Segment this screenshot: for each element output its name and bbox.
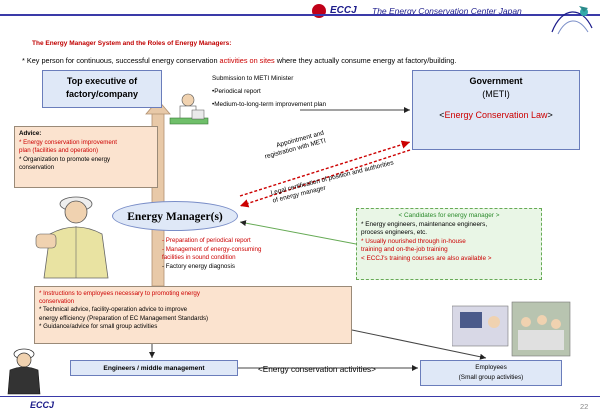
law-prefix: < xyxy=(439,110,445,120)
candidates-item3: < ECCJ's training courses are also avail… xyxy=(361,254,492,262)
energy-manager-illustration-icon xyxy=(35,196,109,279)
candidates-box: < Candidates for energy manager > * Ener… xyxy=(356,208,542,280)
candidates-item2: * Usually nourished through in-house xyxy=(361,237,466,245)
candidates-item2b: training and on-the-job training xyxy=(361,246,448,254)
candidates-item1b: process engineers, etc. xyxy=(361,229,428,237)
energy-manager-node: Energy Manager(s) xyxy=(112,201,238,231)
header-org-name: The Energy Conservation Center Japan xyxy=(372,6,522,16)
to-employees-arrow xyxy=(351,329,487,360)
instr-item2: * Technical advice, facility-operation a… xyxy=(39,306,188,314)
header-logo-text: ECCJ xyxy=(330,5,357,16)
key-line-accent: activities on sites xyxy=(219,56,275,65)
candidates-arrow xyxy=(239,220,357,245)
instructions-box: * Instructions to employees necessary to… xyxy=(34,286,352,344)
candidates-title: < Candidates for energy manager > xyxy=(398,212,500,219)
government-subtitle: (METI) xyxy=(482,89,510,99)
top-exec-line1: Top executive of xyxy=(66,76,138,86)
instr-item3: * Guidance/advice for small group activi… xyxy=(39,322,158,330)
candidates-item1: * Energy engineers, maintenance engineer… xyxy=(361,220,488,228)
key-line-prefix: * Key person for continuous, successful … xyxy=(22,56,220,65)
em-task-2b: facilities in sound condition xyxy=(162,254,236,262)
advice-item1: * Energy conservation improvement xyxy=(19,138,118,146)
submission-list: Submission to METI Minister •Periodical … xyxy=(212,72,326,111)
submission-title: Submission to METI Minister xyxy=(212,75,294,82)
footer-divider xyxy=(0,396,600,397)
key-person-line: * Key person for continuous, successful … xyxy=(22,56,456,65)
page-subtitle: The Energy Manager System and the Roles … xyxy=(32,40,232,47)
page-number: 22 xyxy=(580,402,589,411)
government-box: Government (METI) <Energy Conservation L… xyxy=(412,70,580,150)
advice-title: Advice: xyxy=(19,130,42,137)
advice-item2b: conservation xyxy=(19,164,55,171)
submission-item-report: •Periodical report xyxy=(212,88,261,95)
em-task-1: - Preparation of periodical report xyxy=(162,237,251,244)
engineers-box: Engineers / middle management xyxy=(70,360,238,376)
submission-item-plan: •Medium-to-long-term improvement plan xyxy=(212,101,327,108)
employees-title: Employees xyxy=(475,364,507,371)
header-divider xyxy=(0,14,600,16)
employees-subtitle: (Small group activities) xyxy=(458,374,524,381)
instr-item1b: conservation xyxy=(39,298,75,306)
advice-item2: * Organization to promote energy xyxy=(19,155,111,163)
decorative-swirl-icon xyxy=(551,6,593,35)
em-task-3: - Factory energy diagnosis xyxy=(162,262,235,270)
advice-box: Advice: * Energy conservation improvemen… xyxy=(14,126,158,188)
em-task-2: - Management of energy-consuming xyxy=(162,245,262,253)
key-line-suffix: where they actually consume energy at fa… xyxy=(274,56,457,65)
advice-item1b: plan (facilities and operation) xyxy=(19,147,99,154)
employees-box: Employees (Small group activities) xyxy=(420,360,562,386)
law-line: <Energy Conservation Law> xyxy=(413,109,579,122)
instr-item2b: energy efficiency (Preparation of EC Man… xyxy=(39,314,209,322)
instr-item1: * Instructions to employees necessary to… xyxy=(39,290,200,297)
ec-activities-label: <Energy conservation activities> xyxy=(258,365,376,374)
footer-logo-text: ECCJ xyxy=(30,400,55,410)
executive-illustration-icon xyxy=(169,93,209,125)
law-name: Energy Conservation Law xyxy=(444,110,548,120)
top-exec-line2: factory/company xyxy=(65,89,139,99)
top-executive-box: Top executive of factory/company xyxy=(42,70,162,108)
law-suffix: > xyxy=(547,110,553,120)
worker-illustration-icon xyxy=(7,348,41,395)
employees-photo-icon xyxy=(452,301,571,357)
government-title: Government xyxy=(469,76,523,86)
energy-manager-tasks: - Preparation of periodical report - Man… xyxy=(162,237,261,271)
